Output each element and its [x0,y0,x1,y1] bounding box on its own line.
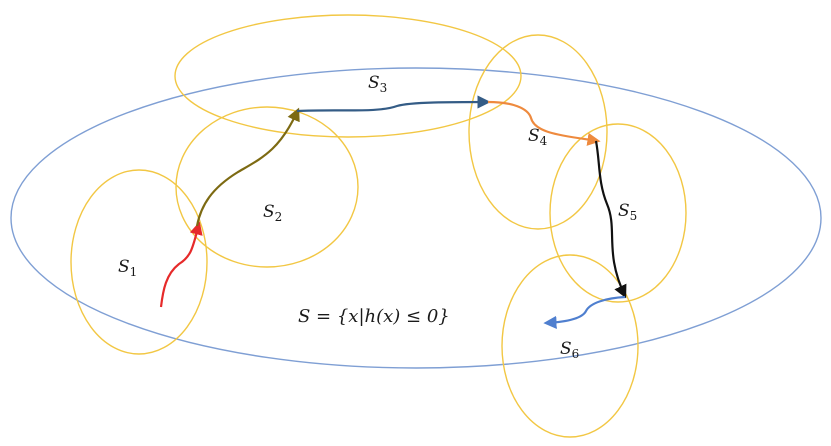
subset-s5-ellipse [549,123,687,303]
path-segment-olive [195,107,300,227]
label-s4: S4 [528,126,548,148]
label-s3: S3 [368,73,387,95]
subset-s4-ellipse [468,34,608,230]
path-segment-black [594,140,627,299]
label-s2: S2 [263,202,282,224]
label-s1: S1 [118,257,137,279]
subset-s6-ellipse [501,254,639,438]
path-segment-orange [487,100,601,146]
label-s6: S6 [560,339,579,361]
path-segment-red [159,221,203,308]
outer-set-ellipse [10,67,822,369]
path-segment-steel [296,95,491,113]
subset-s2-ellipse [175,106,359,268]
subset-s3-ellipse [174,14,522,138]
set-definition-formula: S = {x|h(x) ≤ 0} [298,306,450,327]
path-segment-blue [543,295,626,330]
label-s5: S5 [618,201,637,223]
subset-s1-ellipse [70,169,208,355]
